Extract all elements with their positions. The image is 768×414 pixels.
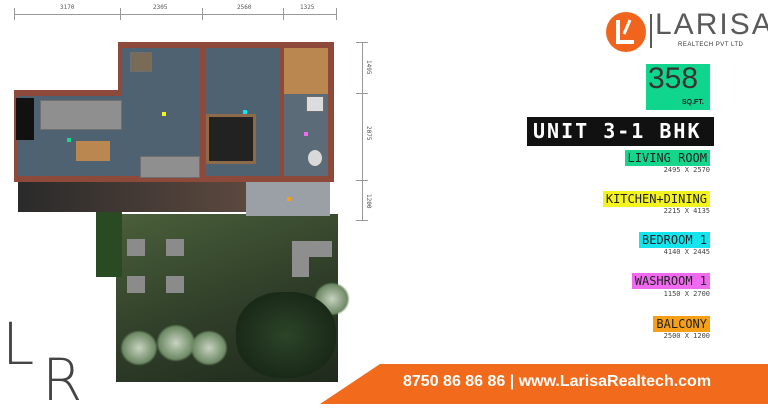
brand-subtitle: REALTECH PVT LTD <box>678 42 744 48</box>
deck <box>284 48 330 94</box>
dimension-line <box>14 14 336 15</box>
dimension-tick <box>356 42 368 43</box>
shrub <box>236 292 336 378</box>
room-label-balcony: BALCONY <box>653 316 710 332</box>
stepping-stone <box>127 239 145 256</box>
toilet <box>308 150 322 166</box>
dimension-tick <box>120 8 121 20</box>
room-size-kitchen-dining: 2215 X 4135 <box>663 207 710 215</box>
dimension-tick <box>14 8 15 20</box>
sofa <box>40 100 122 130</box>
kitchen-dining-marker <box>162 112 166 116</box>
wall <box>200 42 205 178</box>
bedroom-marker <box>243 110 247 114</box>
room-size-washroom: 1150 X 2700 <box>663 290 710 298</box>
room-label-bedroom: BEDROOM 1 <box>638 232 710 248</box>
dimension-tick <box>202 8 203 20</box>
wall <box>328 42 334 182</box>
room-size-balcony: 2500 X 1200 <box>663 332 710 340</box>
contact-banner <box>320 364 768 404</box>
unit-title: UNIT 3-1 BHK <box>527 117 714 146</box>
wall <box>118 42 122 96</box>
room-label-kitchen-dining: KITCHEN+DINING <box>602 191 710 207</box>
hedge <box>96 207 122 277</box>
dimension-side-3: 1200 <box>365 194 372 209</box>
dimension-top-2: 2305 <box>153 4 168 11</box>
dining-table <box>130 52 152 72</box>
palm-plant <box>120 330 158 366</box>
garden-seating <box>292 241 309 277</box>
area-badge <box>646 64 710 110</box>
dimension-tick <box>336 8 337 20</box>
watermark-l: L <box>2 310 35 378</box>
window-dark <box>16 98 34 140</box>
dimension-tick <box>356 93 368 94</box>
room-label-living: LIVING ROOM <box>624 150 710 166</box>
area-unit: SQ.FT. <box>682 99 704 106</box>
dimension-top-3: 2560 <box>237 4 252 11</box>
room-label-washroom: WASHROOM 1 <box>631 273 710 289</box>
stepping-stone <box>166 276 184 293</box>
dimension-side-1: 1495 <box>365 60 372 75</box>
wall <box>14 176 334 182</box>
living-room-marker <box>67 138 71 142</box>
dimension-top-4: 1325 <box>300 4 315 11</box>
room-size-living: 2495 X 2570 <box>663 166 710 174</box>
wall <box>120 42 204 48</box>
dimension-top-1: 3170 <box>60 4 75 11</box>
dimension-tick <box>283 8 284 20</box>
coffee-table <box>76 141 110 161</box>
room-size-bedroom: 4140 X 2445 <box>663 248 710 256</box>
kitchen-counter <box>140 156 200 178</box>
wall <box>280 42 284 180</box>
wall <box>204 42 334 48</box>
palm-plant <box>190 330 228 366</box>
contact-text[interactable]: 8750 86 86 86 | www.LarisaRealtech.com <box>403 373 712 390</box>
dimension-tick <box>356 220 368 221</box>
dimension-side-2: 2075 <box>365 126 372 141</box>
balcony-marker <box>287 197 291 201</box>
area-value: 358 <box>648 62 699 95</box>
dimension-tick <box>356 180 368 181</box>
stepping-stone <box>127 276 145 293</box>
logo-divider <box>650 14 652 48</box>
watermark-r: R <box>42 346 83 414</box>
washroom-marker <box>304 132 308 136</box>
bed <box>206 114 256 164</box>
stepping-stone <box>166 239 184 256</box>
brand-name: LARISA <box>655 8 768 41</box>
washbasin <box>306 96 324 112</box>
wall <box>14 90 122 96</box>
dimension-line-side <box>362 42 363 220</box>
lower-terrace <box>18 182 258 212</box>
palm-plant <box>156 324 196 362</box>
larisa-logo-icon <box>606 12 646 52</box>
